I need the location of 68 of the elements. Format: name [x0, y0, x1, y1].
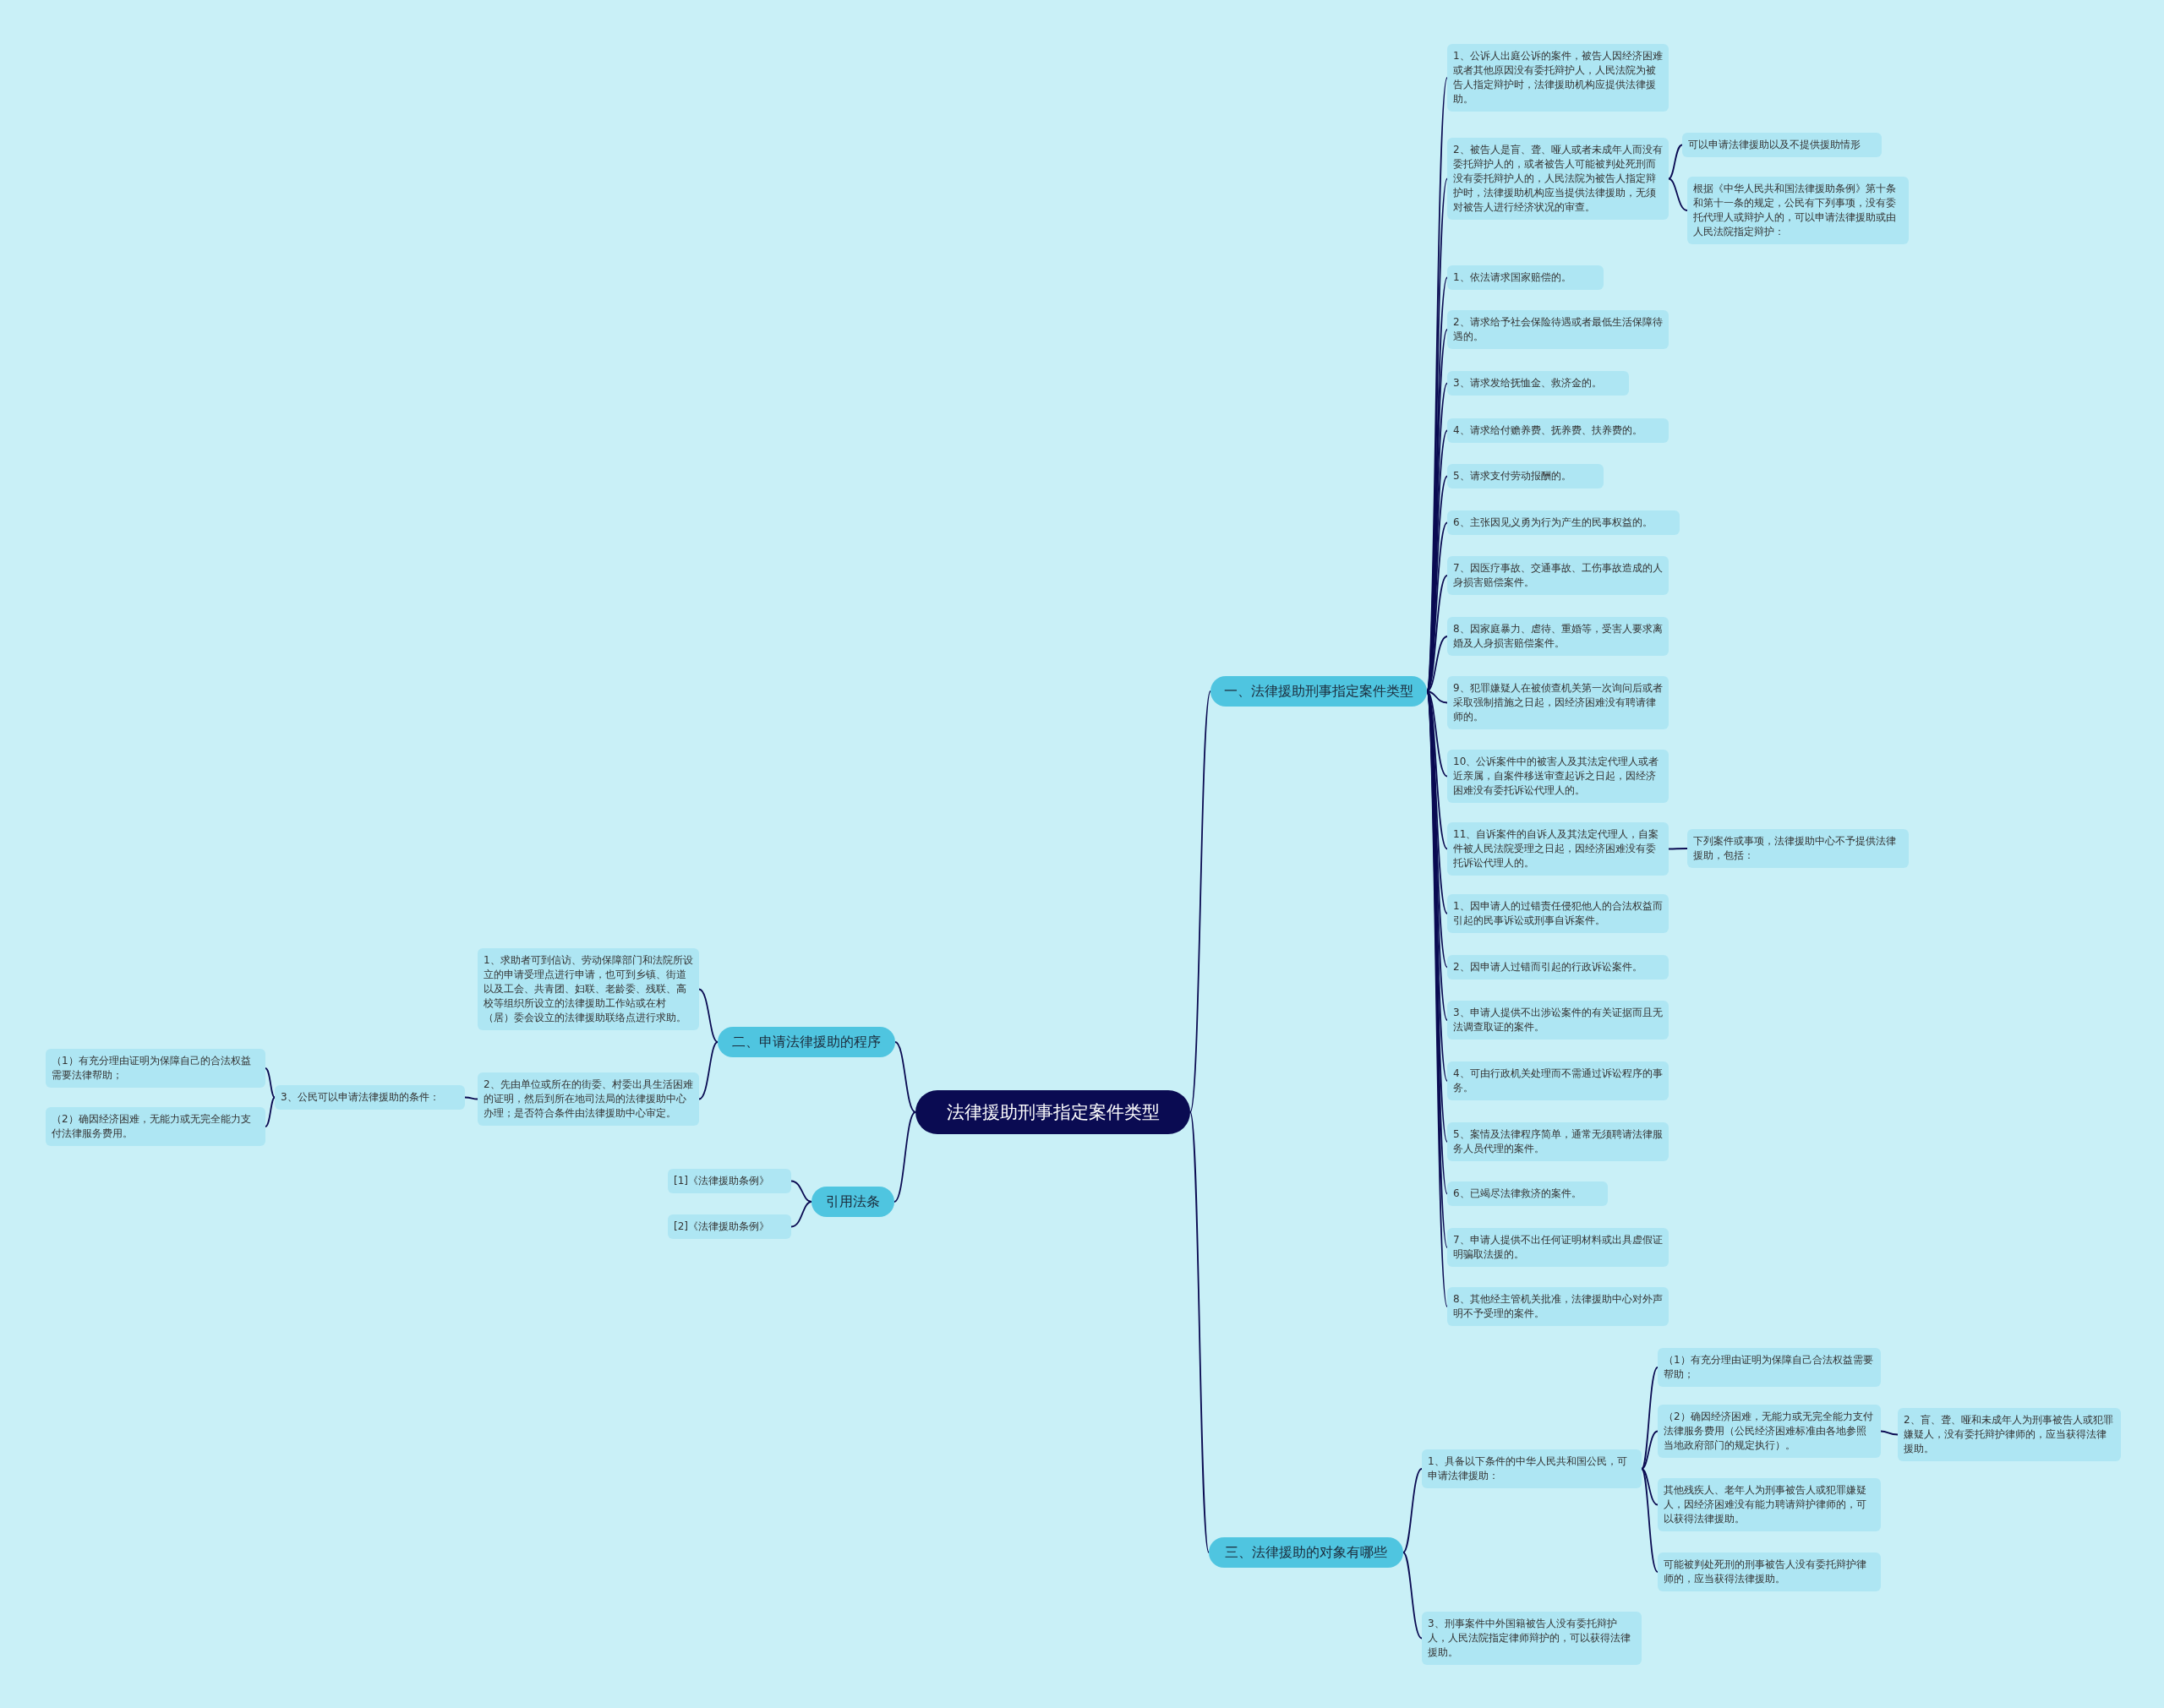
subtopic-box: 6、已竭尽法律救济的案件。	[1447, 1181, 1608, 1206]
connector-line	[698, 1041, 719, 1100]
connector-line	[1426, 690, 1448, 704]
connector-line	[894, 1041, 916, 1113]
subtopic-box: 2、请求给予社会保险待遇或者最低生活保障待遇的。	[1447, 310, 1669, 349]
branch-topic: 一、法律援助刑事指定案件类型	[1210, 676, 1427, 707]
connector-line	[698, 988, 719, 1043]
subtopic-box: 2、先由单位或所在的街委、村委出具生活困难的证明，然后到所在地司法局的法律援助中心办理；是否符合条件由法律援助中心审定。	[478, 1072, 699, 1126]
subtopic-box: （2）确因经济困难，无能力或无完全能力支付法律服务费用（公民经济困难标准由各地参照当地政府部门的规定执行）。	[1658, 1405, 1881, 1458]
connector-line	[790, 1180, 812, 1203]
connector-line	[265, 1067, 276, 1099]
subtopic-box: 3、公民可以申请法律援助的条件：	[275, 1085, 465, 1110]
subtopic-box: 8、因家庭暴力、虐待、重婚等，受害人要求离婚及人身损害赔偿案件。	[1447, 617, 1669, 656]
connector-line	[1426, 575, 1448, 692]
branch-topic: 引用法条	[812, 1187, 894, 1217]
connector-line	[1641, 1430, 1659, 1470]
subtopic-box: 下列案件或事项，法律援助中心不予提供法律援助，包括：	[1687, 829, 1909, 868]
subtopic-box: 10、公诉案件中的被害人及其法定代理人或者近亲属，自案件移送审查起诉之日起，因经济困难没有委托诉讼代理人的。	[1447, 750, 1669, 803]
subtopic-box: 1、求助者可到信访、劳动保障部门和法院所设立的申请受理点进行申请，也可到乡镇、街道以及工会、共青团、妇联、老龄委、残联、高校等组织所设立的法律援助工作站或在村（居）委会设立的法律援助联络点进行求助。	[478, 948, 699, 1030]
subtopic-box: （2）确因经济困难，无能力或无完全能力支付法律服务费用。	[46, 1107, 265, 1146]
subtopic-box: 可以申请法律援助以及不提供援助情形	[1682, 133, 1882, 157]
connector-line	[1189, 690, 1211, 1113]
connector-line	[1426, 690, 1448, 778]
connector-line	[1668, 144, 1683, 180]
connector-line	[1668, 177, 1688, 211]
connector-line	[893, 1111, 916, 1203]
subtopic-box: 3、申请人提供不出涉讼案件的有关证据而且无法调查取证的案件。	[1447, 1001, 1669, 1040]
connector-line	[265, 1096, 276, 1127]
connector-line	[1880, 1430, 1899, 1436]
connector-line	[1426, 636, 1448, 692]
subtopic-box: 1、因申请人的过错责任侵犯他人的合法权益而引起的民事诉讼或刑事自诉案件。	[1447, 894, 1669, 933]
connector-line	[464, 1096, 478, 1100]
connector-line	[790, 1201, 812, 1228]
subtopic-box: 1、具备以下条件的中华人民共和国公民，可申请法律援助：	[1422, 1449, 1642, 1488]
subtopic-box: 8、其他经主管机关批准，法律援助中心对外声明不予受理的案件。	[1447, 1287, 1669, 1326]
subtopic-box: （1）有充分理由证明为保障自己合法权益需要帮助；	[1658, 1348, 1881, 1387]
subtopic-box: 3、请求发给抚恤金、救济金的。	[1447, 371, 1629, 396]
subtopic-box: 7、申请人提供不出任何证明材料或出具虚假证明骗取法援的。	[1447, 1228, 1669, 1267]
subtopic-box: 2、被告人是盲、聋、哑人或者未成年人而没有委托辩护人的，或者被告人可能被判处死刑而没有委托辩护人的，人民法院为被告人指定辩护时，法律援助机构应当提供法律援助，无须对被告人进行经济状况的审查。	[1447, 138, 1669, 220]
branch-topic: 三、法律援助的对象有哪些	[1209, 1537, 1403, 1568]
subtopic-box: 2、盲、聋、哑和未成年人为刑事被告人或犯罪嫌疑人，没有委托辩护律师的，应当获得法律援助。	[1898, 1408, 2121, 1461]
connector-line	[1402, 1468, 1423, 1553]
subtopic-box: 根据《中华人民共和国法律援助条例》第十条和第十一条的规定，公民有下列事项，没有委托代理人或辩护人的，可以申请法律援助或由人民法院指定辩护：	[1687, 177, 1909, 244]
connector-line	[1189, 1111, 1210, 1553]
subtopic-box: [2]《法律援助条例》	[668, 1214, 791, 1239]
subtopic-box: 1、依法请求国家赔偿的。	[1447, 265, 1604, 290]
connector-line	[1641, 1468, 1659, 1573]
branch-topic: 二、申请法律援助的程序	[718, 1027, 895, 1057]
subtopic-box: 4、请求给付赡养费、抚养费、扶养费的。	[1447, 418, 1669, 443]
subtopic-box: [1]《法律援助条例》	[668, 1169, 791, 1193]
subtopic-box: 7、因医疗事故、交通事故、工伤事故造成的人身损害赔偿案件。	[1447, 556, 1669, 595]
connector-line	[1402, 1552, 1423, 1640]
connector-line	[1641, 1367, 1659, 1470]
subtopic-box: 可能被判处死刑的刑事被告人没有委托辩护律师的，应当获得法律援助。	[1658, 1552, 1881, 1591]
subtopic-box: 5、案情及法律程序简单，通常无须聘请法律服务人员代理的案件。	[1447, 1122, 1669, 1161]
subtopic-box: 其他残疾人、老年人为刑事被告人或犯罪嫌疑人，因经济困难没有能力聘请辩护律师的，可以获得法律援助。	[1658, 1478, 1881, 1531]
central-topic: 法律援助刑事指定案件类型	[915, 1090, 1190, 1134]
subtopic-box: 5、请求支付劳动报酬的。	[1447, 464, 1604, 488]
subtopic-box: 6、主张因见义勇为行为产生的民事权益的。	[1447, 510, 1680, 535]
subtopic-box: 4、可由行政机关处理而不需通过诉讼程序的事务。	[1447, 1061, 1669, 1100]
subtopic-box: 11、自诉案件的自诉人及其法定代理人，自案件被人民法院受理之日起，因经济困难没有委托诉讼代理人的。	[1447, 822, 1669, 876]
subtopic-box: 1、公诉人出庭公诉的案件，被告人因经济困难或者其他原因没有委托辩护人，人民法院为被告人指定辩护时，法律援助机构应提供法律援助。	[1447, 44, 1669, 112]
subtopic-box: 3、刑事案件中外国籍被告人没有委托辩护人，人民法院指定律师辩护的，可以获得法律援助。	[1422, 1612, 1642, 1665]
subtopic-box: 2、因申请人过错而引起的行政诉讼案件。	[1447, 955, 1669, 980]
connector-line	[1641, 1468, 1659, 1506]
connector-line	[1668, 848, 1688, 850]
subtopic-box: 9、犯罪嫌疑人在被侦查机关第一次询问后或者采取强制措施之日起，因经济困难没有聘请律师的。	[1447, 676, 1669, 729]
subtopic-box: （1）有充分理由证明为保障自己的合法权益需要法律帮助；	[46, 1049, 265, 1088]
